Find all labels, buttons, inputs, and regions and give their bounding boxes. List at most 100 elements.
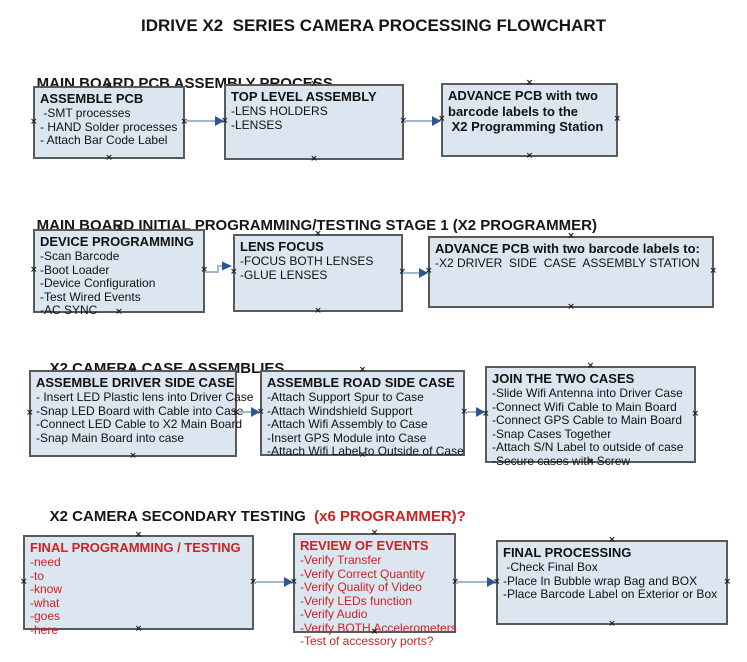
connector-arrow-3[interactable] (204, 259, 234, 275)
connection-handle-bottom: × (314, 306, 322, 316)
flow-box-advance-pcb-to-programming-station[interactable]: ADVANCE PCB with two barcode labels to t… (438, 79, 621, 161)
box-line: -Test Wired Events (40, 289, 141, 304)
box-line: -Attach Wifi Label to Outside of Case (267, 444, 464, 458)
box-line: - Insert LED Plastic lens into Driver Ca… (36, 390, 254, 404)
box-line: -Check Final Box (503, 560, 598, 574)
connection-handle-right: × (691, 408, 699, 419)
box-line: -LENS HOLDERS (231, 104, 328, 118)
box-line: -to (30, 568, 45, 583)
box-line: -need (30, 555, 61, 569)
connector-arrow-8[interactable] (455, 575, 497, 589)
box-line: -AC SYNC (40, 303, 98, 317)
box-title: LENS FOCUS (240, 239, 324, 254)
connection-handle-bottom: × (567, 302, 575, 312)
box-line: -Slide Wifi Antenna into Driver Case (492, 386, 683, 400)
connection-handle-right: × (613, 114, 621, 125)
connection-handle-right: × (723, 576, 731, 587)
box-line: -Device Configuration (40, 276, 156, 290)
connection-handle-bottom: × (608, 619, 616, 629)
connector-arrow-4[interactable] (402, 266, 429, 280)
section-header-text: X2 CAMERA SECONDARY TESTING (49, 508, 306, 525)
box-line: -Verify LEDs function (300, 593, 413, 608)
box-line: -Scan Barcode (40, 249, 120, 263)
box-line: -GLUE LENSES (240, 267, 328, 282)
connection-handle-left: × (26, 407, 34, 418)
connection-handle-top: × (608, 535, 616, 545)
box-line: -Attach Windshield Support (267, 403, 413, 418)
box-line: -Attach Support Spur to Case (267, 390, 424, 404)
connection-handle-right: × (709, 266, 717, 277)
box-line: -Test of accessory ports? (300, 634, 434, 648)
box-line: -Place Barcode Label on Exterior or Box (503, 587, 718, 601)
connection-handle-bottom: × (310, 154, 318, 164)
connection-handle-left: × (30, 265, 38, 276)
section-header-suffix: (x6 PROGRAMMER)? (305, 508, 466, 525)
box-title: FINAL PROCESSING (503, 545, 632, 560)
box-line: -Attach S/N Label to outside of case (492, 440, 684, 454)
box-line: -what (30, 595, 60, 610)
flow-box-assemble-pcb[interactable]: ASSEMBLE PCB -SMT processes - HAND Solde… (30, 82, 188, 163)
box-title: FINAL PROGRAMMING / TESTING (30, 540, 241, 555)
flow-box-assemble-road-side-case[interactable]: ASSEMBLE ROAD SIDE CASE -Attach Support … (257, 366, 468, 460)
box-line: -know (30, 582, 63, 596)
box-title: ASSEMBLE PCB (40, 91, 144, 106)
box-title: ADVANCE PCB with two (448, 88, 598, 103)
box-title: ASSEMBLE DRIVER SIDE CASE (36, 375, 235, 390)
box-line: -Secure cases with Screw (492, 453, 631, 468)
box-line: -Snap LED Board with Cable into Case (36, 403, 244, 418)
box-line: X2 Programming Station (448, 119, 604, 134)
flow-box-final-programming-testing[interactable]: FINAL PROGRAMMING / TESTING -need -to -k… (20, 531, 257, 637)
flow-box-lens-focus[interactable]: LENS FOCUS -FOCUS BOTH LENSES -GLUE LENS… (230, 230, 406, 316)
connection-handle-bottom: × (525, 151, 534, 161)
flow-box-assemble-driver-side-case[interactable]: ASSEMBLE DRIVER SIDE CASE - Insert LED P… (26, 366, 254, 461)
connection-handle-left: × (30, 116, 38, 127)
box-title: ASSEMBLE ROAD SIDE CASE (267, 375, 455, 390)
box-line: -Verify Transfer (300, 553, 382, 567)
connector-arrow-6[interactable] (464, 405, 486, 419)
section-header-secondary-testing: X2 CAMERA SECONDARY TESTING (x6 PROGRAMM… (33, 491, 466, 542)
flow-box-advance-pcb-to-driver-side-station[interactable]: ADVANCE PCB with two barcode labels to: … (425, 232, 717, 312)
box-line: -Connect GPS Cable to Main Board (492, 413, 683, 427)
connection-handle-bottom: × (105, 153, 113, 163)
box-title: DEVICE PROGRAMMING (40, 234, 194, 249)
flow-box-join-the-two-cases[interactable]: JOIN THE TWO CASES -Slide Wifi Antenna i… (482, 362, 699, 468)
box-line: -Insert GPS Module into Case (267, 430, 427, 445)
box-line: -Verify Correct Quantity (300, 566, 425, 581)
connector-arrow-1[interactable] (184, 114, 225, 128)
box-line: -Connect Wifi Cable to Main Board (492, 399, 677, 414)
box-line: -here (30, 622, 59, 637)
box-line: -Snap Cases Together (492, 426, 612, 441)
connector-arrow-2[interactable] (403, 114, 442, 128)
box-line: -Verify Quality of Video (300, 580, 422, 594)
box-title: JOIN THE TWO CASES (492, 371, 635, 386)
connection-handle-left: × (20, 576, 28, 587)
flow-box-device-programming[interactable]: DEVICE PROGRAMMING -Scan Barcode -Boot L… (30, 225, 208, 317)
box-line: -Connect LED Cable to X2 Main Board (36, 417, 243, 431)
flow-box-review-of-events[interactable]: REVIEW OF EVENTS -Verify Transfer -Verif… (290, 529, 459, 648)
box-line: -Snap Main Board into case (36, 430, 185, 445)
box-line: -Verify BOTH Accelerometers (300, 620, 457, 635)
box-title: REVIEW OF EVENTS (300, 538, 429, 553)
connection-handle-bottom: × (129, 451, 137, 461)
connector-arrow-5[interactable] (236, 405, 261, 419)
box-line: -Verify Audio (300, 607, 368, 621)
box-line: -LENSES (231, 117, 283, 132)
flow-box-final-processing[interactable]: FINAL PROCESSING -Check Final Box -Place… (493, 536, 731, 629)
box-line: -Boot Loader (40, 262, 110, 277)
box-line: - Attach Bar Code Label (40, 133, 168, 147)
box-line: -Place In Bubble wrap Bag and BOX (503, 573, 698, 588)
box-title: TOP LEVEL ASSEMBLY (231, 89, 377, 104)
box-line: -goes (30, 609, 61, 623)
connection-handle-top: × (525, 78, 534, 88)
connection-handle-top: × (586, 361, 595, 371)
page-title: IDRIVE X2 SERIES CAMERA PROCESSING FLOWC… (140, 16, 607, 35)
box-line: -SMT processes (40, 106, 131, 120)
box-line: -Attach Wifi Assembly to Case (267, 417, 428, 431)
connector-arrow-7[interactable] (253, 575, 294, 589)
connection-handle-top: × (358, 365, 367, 375)
box-line: -X2 DRIVER SIDE CASE ASSEMBLY STATION (435, 256, 700, 270)
box-title: ADVANCE PCB with two barcode labels to: (435, 241, 700, 256)
box-line: barcode labels to the (448, 104, 579, 119)
flow-box-top-level-assembly[interactable]: TOP LEVEL ASSEMBLY -LENS HOLDERS -LENSES… (221, 80, 407, 164)
